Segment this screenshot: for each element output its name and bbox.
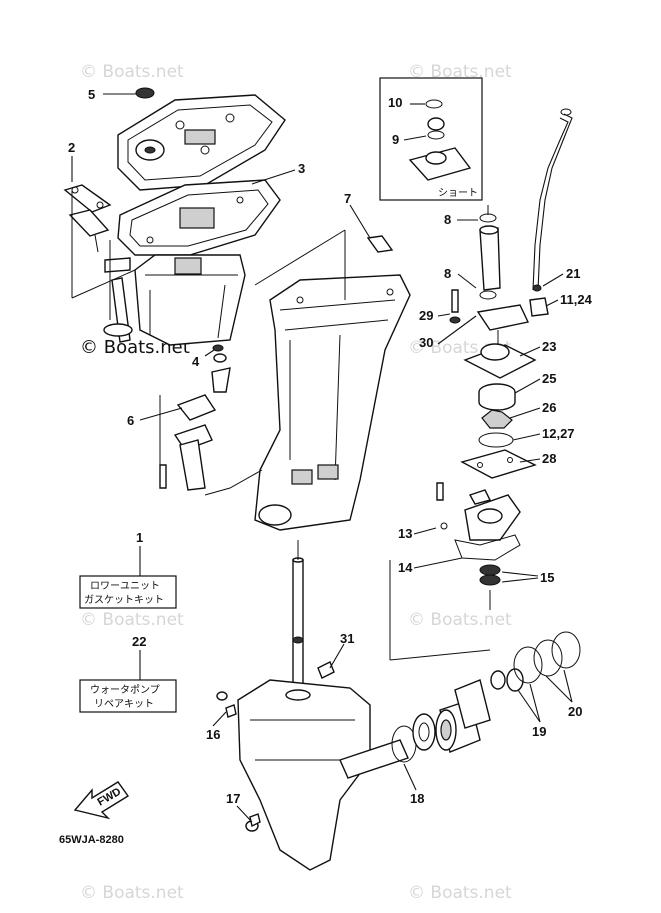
watermark: © Boats.net — [408, 883, 512, 903]
callout-20: 20 — [568, 704, 582, 719]
callout-16: 16 — [206, 727, 220, 742]
gasket-part-3 — [117, 179, 281, 256]
callout-15: 15 — [540, 570, 554, 585]
upper-cover-plate — [117, 87, 286, 191]
callout-25: 25 — [542, 371, 556, 386]
leader-lines — [71, 93, 573, 823]
callout-31: 31 — [340, 631, 354, 646]
kit-box-22: ウォータポンプ リペアキット — [79, 679, 177, 713]
callout-30: 30 — [419, 335, 433, 350]
watermark: © Boats.net — [80, 337, 190, 358]
watermark: © Boats.net — [408, 610, 512, 630]
watermark: © Boats.net — [80, 62, 184, 82]
drive-shaft-housing — [254, 274, 411, 531]
callout-17: 17 — [226, 791, 240, 806]
cooling-pipe — [529, 108, 573, 317]
plugs-part-16-17 — [216, 691, 261, 832]
kit-22-line1: ウォータポンプ — [90, 684, 160, 696]
kit-1-line1: ロワーユニット — [90, 581, 160, 592]
callout-29: 29 — [419, 308, 433, 323]
propshaft-seals — [391, 631, 581, 763]
callout-6: 6 — [127, 413, 134, 428]
gear-case — [237, 661, 409, 871]
kit-1-line2: ガスケットキット — [84, 594, 164, 606]
watermark: © Boats.net — [80, 610, 184, 630]
kit-22-line2: リペアキット — [94, 699, 154, 710]
callout-13: 13 — [398, 526, 412, 541]
callout-18: 18 — [410, 791, 424, 806]
callout-10: 10 — [388, 95, 402, 110]
watermark-layer: © Boats.net © Boats.net © Boats.net © Bo… — [80, 62, 512, 903]
clip-part-7 — [366, 235, 394, 253]
callout-8b: 8 — [444, 266, 451, 281]
callout-4: 4 — [192, 354, 200, 369]
drive-shaft — [292, 557, 304, 691]
callout-28: 28 — [542, 451, 556, 466]
callout-5: 5 — [88, 87, 95, 102]
short-parts-box: ショート — [379, 77, 483, 201]
callout-7: 7 — [344, 191, 351, 206]
water-tube-part-8 — [479, 213, 501, 300]
watermark: © Boats.net — [80, 883, 184, 903]
callout-23: 23 — [542, 339, 556, 354]
watermark: © Boats.net — [408, 62, 512, 82]
callout-1: 1 — [136, 530, 143, 545]
callout-26: 26 — [542, 400, 556, 415]
water-pump-stack — [460, 343, 537, 479]
kit-box-1: ロワーユニット ガスケットキット — [79, 575, 177, 609]
callout-19: 19 — [532, 724, 546, 739]
diagram-code: 65WJA-8280 — [59, 834, 124, 846]
upper-casing-left — [103, 254, 246, 346]
callout-3: 3 — [298, 161, 305, 176]
water-tube-assembly — [159, 344, 231, 491]
callout-14: 14 — [398, 560, 413, 575]
fwd-arrow: FWD — [73, 781, 130, 820]
pump-base-assembly — [436, 482, 521, 586]
callout-8a: 8 — [444, 212, 451, 227]
callout-2: 2 — [68, 140, 75, 155]
callout-11-24: 11,24 — [560, 292, 593, 307]
assembly-guide-lines — [71, 190, 499, 661]
callout-9: 9 — [392, 132, 399, 147]
callout-21: 21 — [566, 266, 580, 281]
bolt-part-29-30 — [449, 289, 530, 331]
callout-labels: 5 2 3 4 6 7 10 9 8 8 29 30 21 11,24 23 2… — [68, 87, 593, 806]
callout-22: 22 — [132, 634, 146, 649]
bracket-part-2 — [63, 184, 112, 253]
callout-12-27: 12,27 — [542, 426, 575, 441]
short-label: ショート — [438, 188, 478, 199]
